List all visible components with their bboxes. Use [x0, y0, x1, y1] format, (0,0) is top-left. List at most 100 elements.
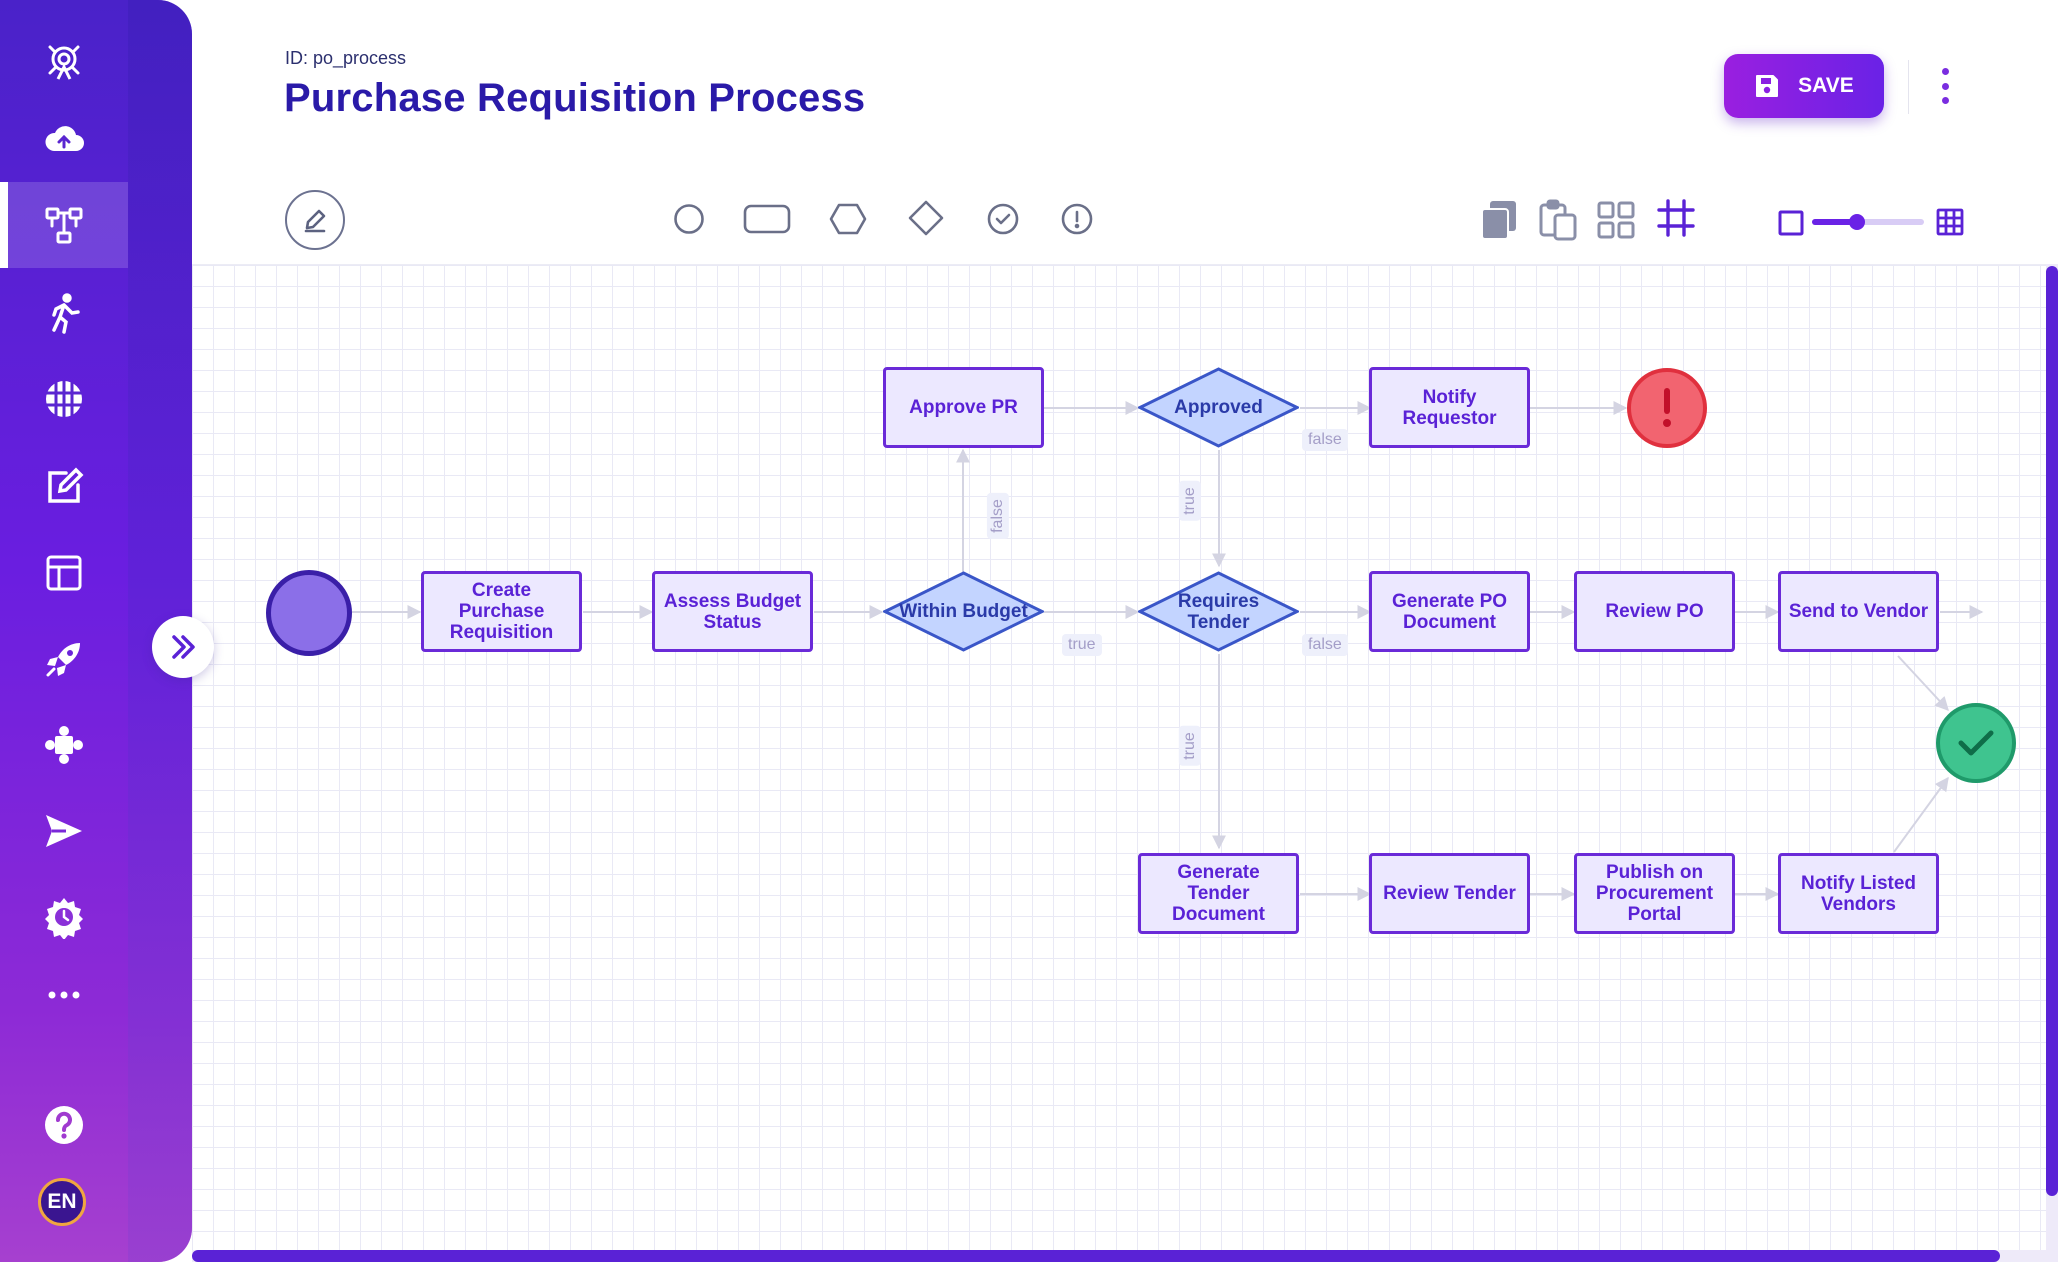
kebab-dot-icon: [1941, 82, 1949, 90]
alert-circle-shape-icon: [1061, 203, 1093, 235]
task-notify-listed-vendors[interactable]: Notify Listed Vendors: [1778, 853, 1939, 934]
kebab-dot-icon: [1941, 97, 1949, 104]
circle-shape-icon: [674, 204, 704, 234]
exclamation-icon: [1663, 388, 1671, 427]
vertical-scrollbar[interactable]: [2046, 266, 2058, 1196]
workflow-icon: [45, 207, 83, 244]
task-generate-tender-document[interactable]: Generate Tender Document: [1138, 853, 1299, 934]
gateway-label: Requires Tender: [1177, 590, 1260, 633]
edge-label-true: true: [1178, 726, 1201, 766]
add-subprocess-shape-button[interactable]: [828, 200, 868, 238]
auto-layout-button[interactable]: [1594, 198, 1638, 242]
add-event-shape-button[interactable]: [670, 200, 708, 238]
copy-icon: [1481, 201, 1516, 240]
edit-mode-button[interactable]: [285, 190, 345, 250]
task-review-tender[interactable]: Review Tender: [1369, 853, 1530, 934]
copy-button[interactable]: [1478, 198, 1520, 242]
end-event[interactable]: [1936, 703, 2016, 783]
nav-releases[interactable]: [0, 616, 128, 702]
gateway-label: Approved: [1174, 397, 1263, 418]
nav-help[interactable]: [0, 1082, 128, 1168]
task-assess-budget-status[interactable]: Assess Budget Status: [652, 571, 813, 652]
nav-data[interactable]: [0, 356, 128, 442]
error-end-event[interactable]: [1627, 368, 1707, 448]
expand-sidebar-button[interactable]: [152, 616, 214, 678]
grid-snap-icon: [1657, 199, 1695, 237]
nav-broadcast[interactable]: [0, 18, 128, 104]
diagram-canvas[interactable]: [192, 264, 2046, 1251]
edit-note-icon: [48, 467, 84, 503]
zoom-out-button[interactable]: [1776, 208, 1806, 238]
grid-large-icon: [1936, 208, 1964, 236]
task-review-po[interactable]: Review PO: [1574, 571, 1735, 652]
nav-workflows[interactable]: [0, 182, 128, 268]
paste-button[interactable]: [1536, 198, 1580, 242]
edge-label-false: false: [1302, 429, 1348, 451]
gateway-label: Within Budget: [899, 601, 1028, 622]
hexagon-shape-icon: [829, 203, 867, 235]
task-create-purchase-requisition[interactable]: Create Purchase Requisition: [421, 571, 582, 652]
nav-layouts[interactable]: [0, 530, 128, 616]
task-generate-po-document[interactable]: Generate PO Document: [1369, 571, 1530, 652]
diamond-shape-icon: [908, 200, 944, 236]
nav-forms[interactable]: [0, 444, 128, 530]
more-menu-button[interactable]: [1930, 64, 1960, 108]
kebab-dot-icon: [1941, 68, 1949, 75]
add-task-shape-button[interactable]: [742, 200, 792, 238]
checkmark-icon: [1958, 730, 1994, 756]
nav-more[interactable]: [0, 952, 128, 1038]
add-error-shape-button[interactable]: [1058, 200, 1096, 238]
floppy-disk-icon: [1756, 75, 1779, 97]
nav-deploy[interactable]: [0, 96, 128, 182]
add-end-shape-button[interactable]: [984, 200, 1022, 238]
layout-icon: [46, 555, 82, 591]
diamond-gateway-icon: [1138, 571, 1299, 652]
process-id: ID: po_process: [285, 48, 407, 68]
edge-label-false: false: [1302, 634, 1348, 656]
gateway-requires-tender[interactable]: Requires Tender: [1138, 571, 1299, 652]
edge-label-false: false: [986, 493, 1009, 539]
nav-scheduler[interactable]: [0, 874, 128, 960]
help-icon: [45, 1106, 83, 1144]
task-notify-requestor[interactable]: Notify Requestor: [1369, 367, 1530, 448]
rectangle-shape-icon: [743, 204, 791, 234]
diamond-gateway-icon: [1138, 367, 1299, 448]
pencil-icon: [304, 209, 326, 233]
zoom-fill: [1812, 219, 1857, 225]
nav-publish[interactable]: [0, 788, 128, 874]
zoom-thumb[interactable]: [1848, 214, 1865, 230]
edge-label-true: true: [1178, 481, 1201, 521]
gateway-approved[interactable]: Approved: [1138, 367, 1299, 448]
rocket-icon: [46, 643, 80, 677]
gateway-within-budget[interactable]: Within Budget: [883, 571, 1044, 652]
task-publish-on-procurement-portal[interactable]: Publish on Procurement Portal: [1574, 853, 1735, 934]
task-send-to-vendor[interactable]: Send to Vendor: [1778, 571, 1939, 652]
zoom-slider[interactable]: [1812, 214, 1924, 230]
diamond-gateway-icon: [883, 571, 1044, 652]
nav-activities[interactable]: [0, 270, 128, 356]
horizontal-scrollbar[interactable]: [192, 1250, 2000, 1262]
double-chevron-right-icon: [172, 635, 195, 659]
start-event[interactable]: [266, 570, 352, 656]
cloud-upload-icon: [45, 126, 84, 151]
broadcast-icon: [48, 45, 80, 80]
zoom-in-button[interactable]: [1934, 206, 1966, 238]
check-circle-shape-icon: [987, 203, 1019, 235]
nav-plugins[interactable]: [0, 702, 128, 788]
plugin-icon: [45, 726, 83, 764]
square-small-icon: [1778, 210, 1804, 236]
paste-icon: [1539, 199, 1577, 241]
snap-to-grid-toggle[interactable]: [1654, 196, 1698, 240]
task-approve-pr[interactable]: Approve PR: [883, 367, 1044, 448]
send-icon: [46, 815, 82, 847]
runner-icon: [52, 293, 80, 334]
grid-layout-icon: [1597, 201, 1635, 239]
save-button[interactable]: SAVE: [1724, 54, 1884, 118]
header-divider: [1908, 60, 1909, 114]
language-selector[interactable]: EN: [38, 1178, 86, 1226]
settings-clock-icon: [45, 898, 83, 939]
edge-label-true: true: [1062, 634, 1102, 656]
add-gateway-shape-button[interactable]: [906, 198, 946, 238]
data-grid-icon: [46, 381, 82, 417]
zoom-track: [1812, 219, 1924, 225]
